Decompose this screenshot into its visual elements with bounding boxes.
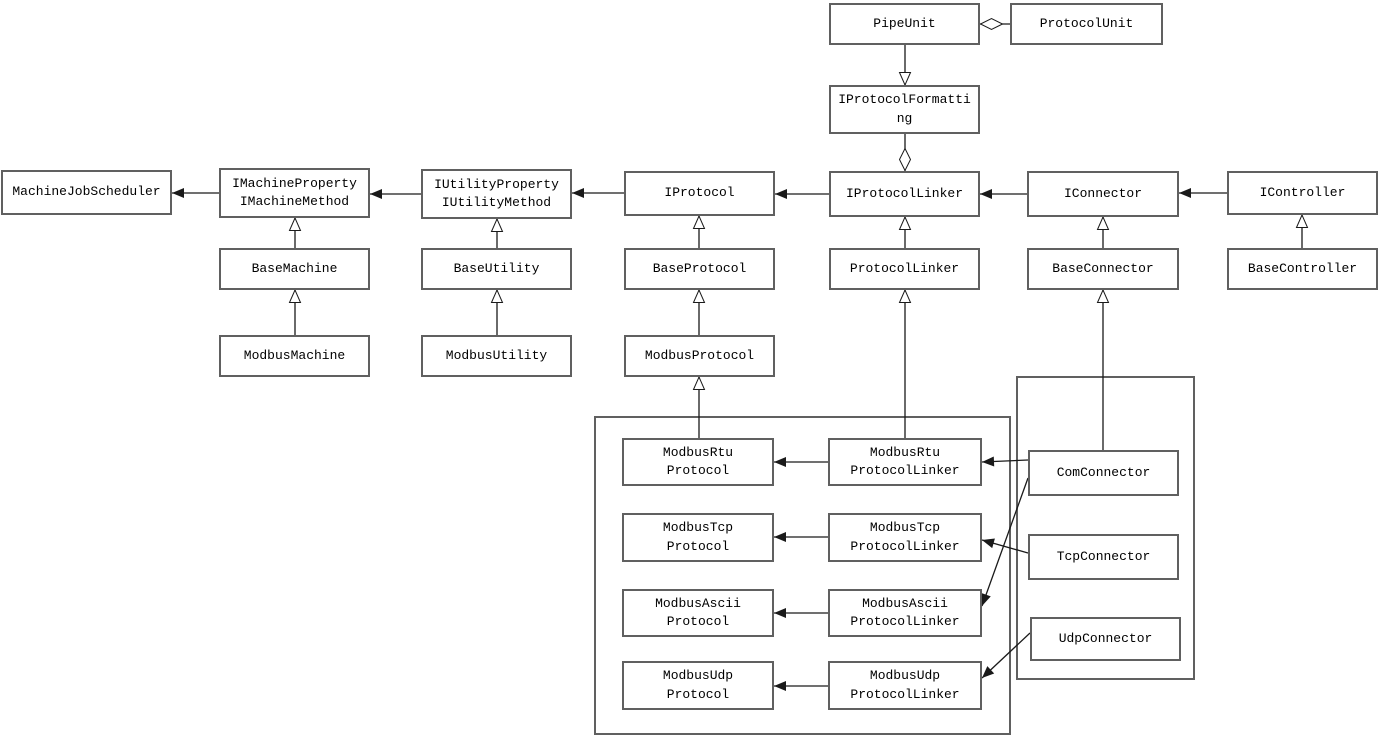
class-box-modbusutility: ModbusUtility — [421, 335, 572, 377]
class-box-modbusudpprotocollinker: ModbusUdp ProtocolLinker — [828, 661, 982, 710]
class-label: ModbusProtocol — [644, 347, 755, 363]
class-label: IMachineProperty IMachineMethod — [232, 175, 357, 209]
class-box-modbusrtuprotocol: ModbusRtu Protocol — [622, 438, 774, 486]
class-box-baseutility: BaseUtility — [421, 248, 572, 290]
class-label: ModbusRtu ProtocolLinker — [850, 444, 960, 478]
class-label: ProtocolUnit — [1039, 15, 1134, 31]
connector-group-frame — [1016, 376, 1195, 680]
class-box-iutilityproperty: IUtilityProperty IUtilityMethod — [421, 169, 572, 219]
class-box-comconnector: ComConnector — [1028, 450, 1179, 496]
class-box-modbusprotocol: ModbusProtocol — [624, 335, 775, 377]
class-label: ComConnector — [1056, 464, 1151, 480]
class-box-tcpconnector: TcpConnector — [1028, 534, 1179, 580]
class-label: IProtocol — [664, 185, 735, 201]
class-label: ModbusRtu Protocol — [662, 444, 734, 478]
class-label: UdpConnector — [1058, 630, 1153, 646]
class-label: IConnector — [1063, 185, 1142, 201]
class-box-protocolunit: ProtocolUnit — [1010, 3, 1163, 45]
class-box-protocollinker: ProtocolLinker — [829, 248, 980, 290]
class-label: BaseConnector — [1052, 260, 1154, 276]
class-box-baseconnector: BaseConnector — [1027, 248, 1179, 290]
class-label: TcpConnector — [1056, 548, 1151, 564]
class-box-machinejobscheduler: MachineJobScheduler — [1, 170, 172, 215]
class-label: ProtocolLinker — [849, 260, 960, 276]
modbus-protocol-group-frame — [594, 416, 1011, 735]
edge-udpconnector-to-udplinker — [981, 632, 1031, 679]
class-label: PipeUnit — [873, 15, 936, 31]
class-box-imachineproperty: IMachineProperty IMachineMethod — [219, 168, 370, 218]
class-label: ModbusUtility — [445, 347, 548, 363]
class-box-iconnector: IConnector — [1027, 171, 1179, 217]
class-label: MachineJobScheduler — [12, 184, 161, 200]
class-box-modbusmachine: ModbusMachine — [219, 335, 370, 377]
class-label: ModbusAscii ProtocolLinker — [850, 595, 960, 629]
class-box-modbusasciiprotocollinker: ModbusAscii ProtocolLinker — [828, 589, 982, 637]
class-label: BaseController — [1247, 260, 1358, 276]
class-box-icontroller: IController — [1227, 171, 1378, 215]
class-label: BaseUtility — [453, 260, 540, 276]
class-label: ModbusUdp Protocol — [662, 668, 734, 702]
class-label: IController — [1259, 184, 1346, 200]
class-label: ModbusAscii Protocol — [655, 595, 741, 629]
class-box-iprotocollinker: IProtocolLinker — [829, 171, 980, 217]
class-box-modbustcpprotocol: ModbusTcp Protocol — [622, 513, 774, 562]
class-box-modbusasciiprotocol: ModbusAscii Protocol — [622, 589, 774, 637]
class-box-baseprotocol: BaseProtocol — [624, 248, 775, 290]
class-box-basecontroller: BaseController — [1227, 248, 1378, 290]
class-box-basemachine: BaseMachine — [219, 248, 370, 290]
class-label: ModbusTcp Protocol — [662, 520, 734, 554]
class-box-modbusudpprotocol: ModbusUdp Protocol — [622, 661, 774, 710]
class-label: ModbusMachine — [243, 347, 346, 363]
class-label: IProtocolFormatting — [838, 92, 971, 126]
class-label: IUtilityProperty IUtilityMethod — [434, 176, 559, 210]
class-label: ModbusUdp ProtocolLinker — [850, 668, 960, 702]
class-label: BaseProtocol — [652, 260, 747, 276]
class-box-modbusrtuprotocollinker: ModbusRtu ProtocolLinker — [828, 438, 982, 486]
class-box-pipeunit: PipeUnit — [829, 3, 980, 45]
edge-comconnector-to-rtulinker — [981, 456, 1029, 467]
class-box-modbustcpprotocollinker: ModbusTcp ProtocolLinker — [828, 513, 982, 562]
class-box-iprotocol: IProtocol — [624, 171, 775, 216]
edge-comconnector-to-asciilinker — [981, 477, 1029, 607]
class-label: BaseMachine — [251, 260, 338, 276]
edge-tcpconnector-to-tcplinker — [981, 538, 1029, 554]
class-label: ModbusTcp ProtocolLinker — [850, 520, 960, 554]
class-box-udpconnector: UdpConnector — [1030, 617, 1181, 661]
class-box-iprotocolformatting: IProtocolFormatting — [829, 85, 980, 134]
class-label: IProtocolLinker — [845, 185, 964, 201]
